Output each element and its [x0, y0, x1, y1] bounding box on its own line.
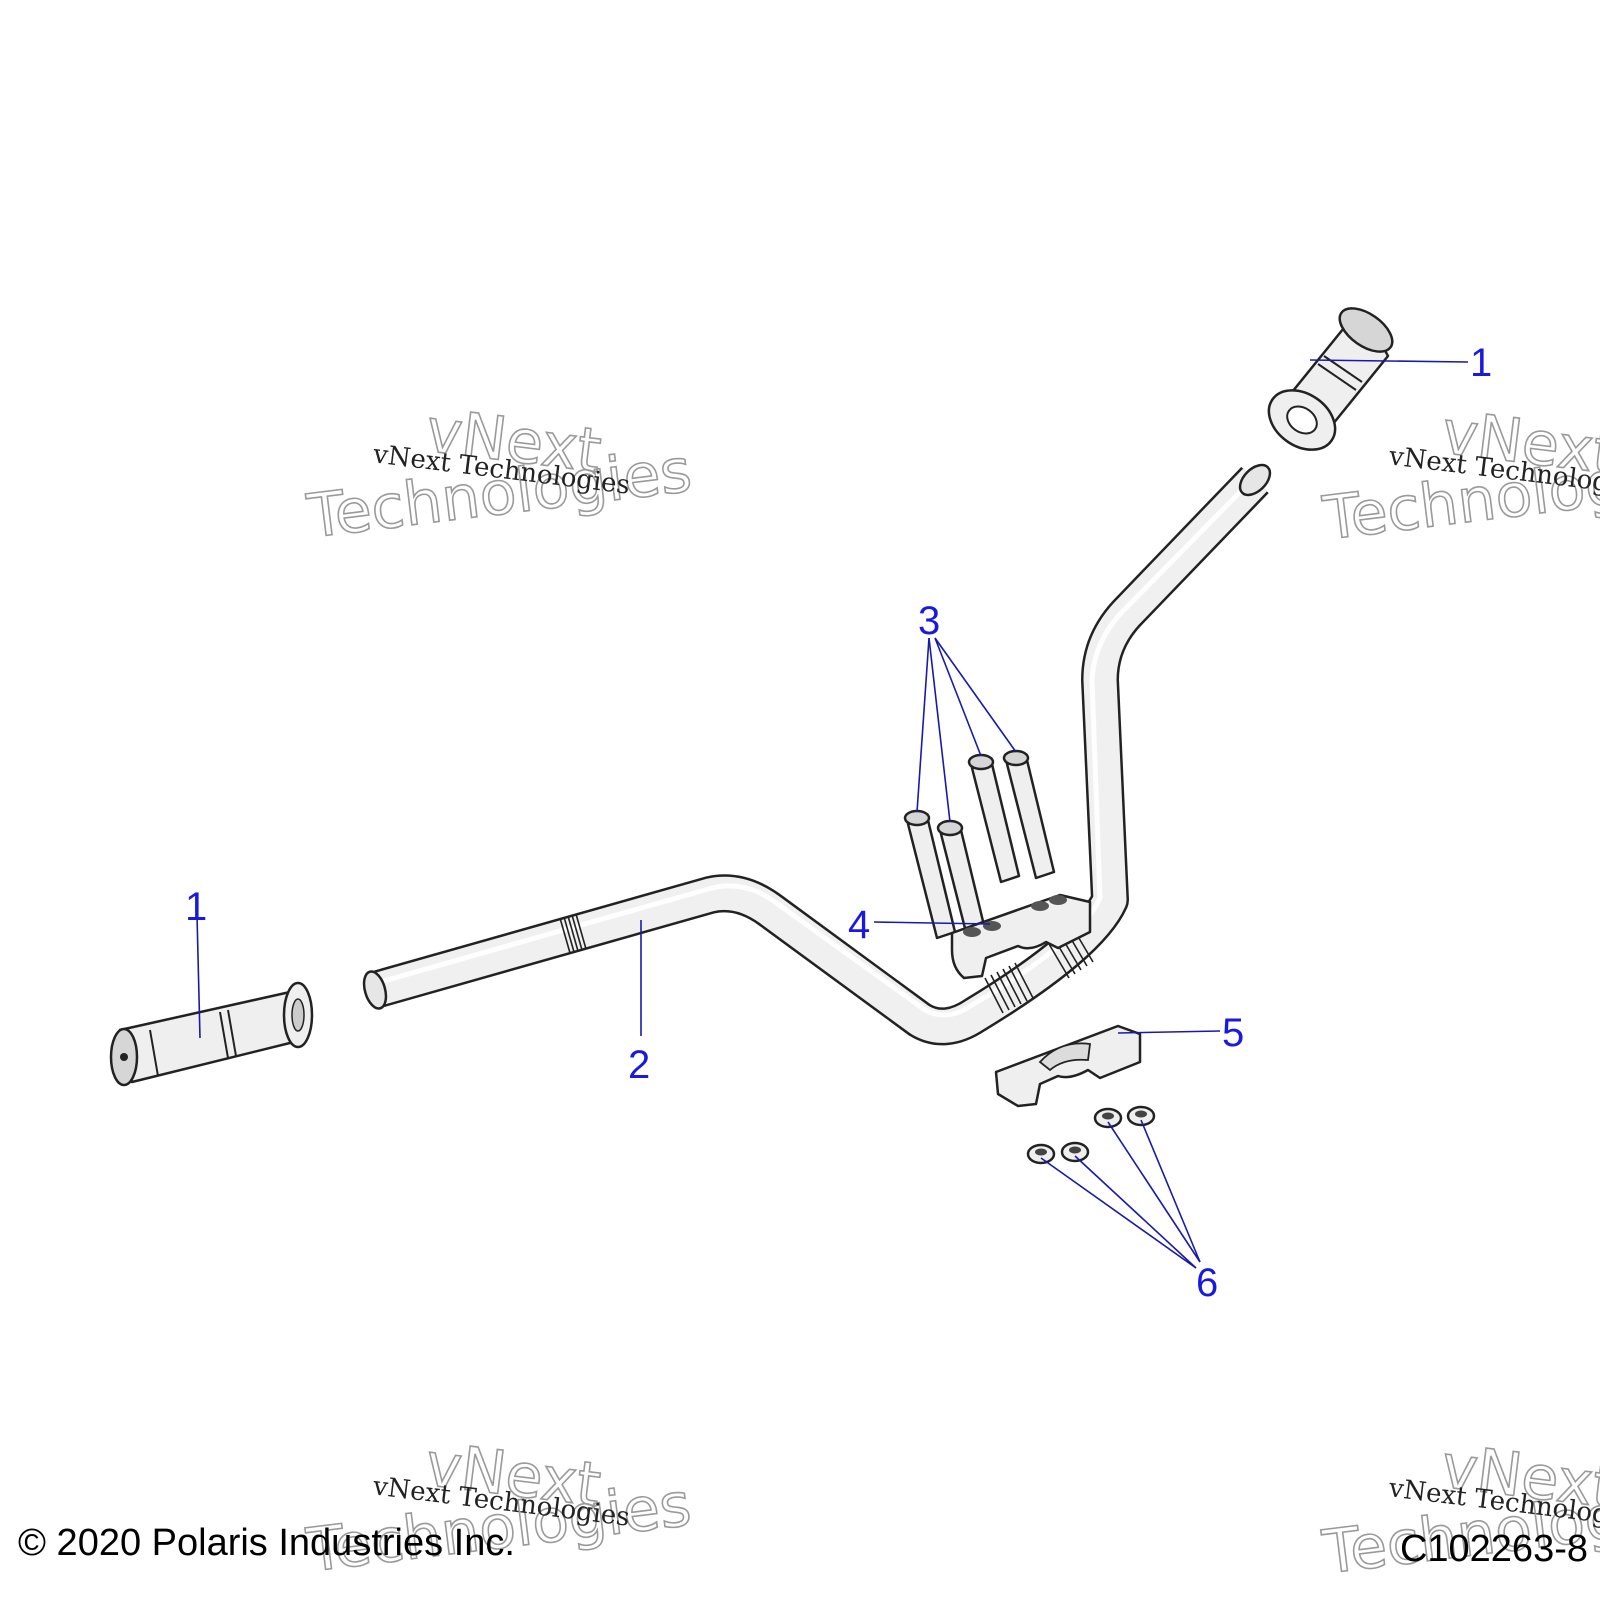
nut-group: [1026, 1105, 1156, 1165]
bolt-group: [903, 749, 1056, 950]
handlebar: [362, 463, 1272, 1046]
callout-1-right-grip: 1: [1470, 341, 1492, 385]
grip-right: [1267, 307, 1394, 451]
grip-left: [109, 981, 314, 1087]
callout-6-nuts: 6: [1196, 1261, 1218, 1305]
nut: [1026, 1143, 1056, 1165]
bolt: [1002, 749, 1056, 880]
handlebar-right-end: [1238, 463, 1272, 497]
copyright-notice: © 2020 Polaris Industries Inc.: [18, 1522, 515, 1564]
nut: [1093, 1107, 1123, 1129]
callout-2-handlebar: 2: [628, 1043, 650, 1087]
leader-lines: [196, 359, 1469, 1269]
watermark-top-left: vNext Technologies vNext Technologies: [302, 395, 696, 553]
handlebar-left-end: [362, 970, 388, 1010]
callout-4-upper-clamp: 4: [848, 903, 870, 947]
knurl-band-left: [559, 913, 587, 954]
callout-1-left-grip: 1: [185, 885, 207, 929]
callouts: 1 1 2 3 4 5 6: [185, 341, 1492, 1305]
nut: [1126, 1105, 1156, 1127]
bolt: [967, 753, 1021, 884]
watermark-bottom-right: vNext Technologies vNext Technologies: [1318, 1431, 1600, 1589]
upper-clamp: [950, 893, 1092, 980]
diagram-code: C102263-8: [1399, 1528, 1588, 1570]
callout-5-lower-clamp: 5: [1222, 1011, 1244, 1055]
watermark-bottom-left: vNext Technologies vNext Technologies: [302, 1429, 696, 1587]
callout-3-bolts: 3: [918, 599, 940, 643]
watermark-top-right: vNext Technologies vNext Technologies: [1318, 397, 1600, 555]
lower-clamp: [994, 1024, 1142, 1108]
nut: [1060, 1141, 1090, 1163]
